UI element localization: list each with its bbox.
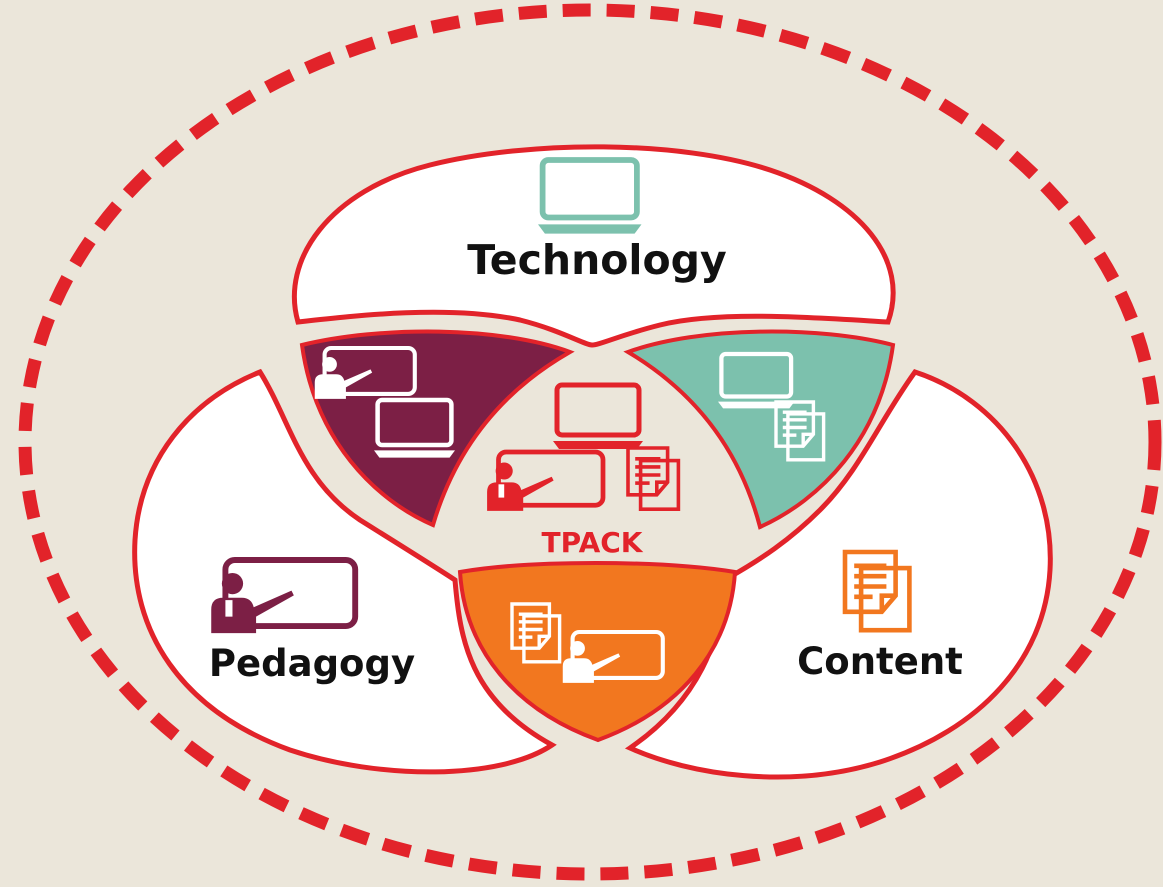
content-circle bbox=[624, 369, 1053, 780]
technology-label: Technology bbox=[467, 236, 726, 284]
tpack-teacher-board-icon bbox=[487, 452, 603, 511]
context-ring bbox=[18, 3, 1162, 881]
content-label: Content bbox=[797, 640, 963, 683]
pedagogy-content-region bbox=[457, 561, 738, 743]
pedagogy-circle bbox=[132, 368, 557, 775]
technology-circle bbox=[291, 144, 896, 348]
tpack-documents-icon bbox=[626, 446, 681, 512]
pedagogy-label: Pedagogy bbox=[209, 642, 415, 685]
technology-content-region bbox=[623, 329, 896, 530]
tpack-laptop-icon bbox=[553, 385, 643, 449]
tpack-label: TPACK bbox=[542, 526, 644, 559]
pedagogy-technology-region bbox=[299, 329, 575, 528]
